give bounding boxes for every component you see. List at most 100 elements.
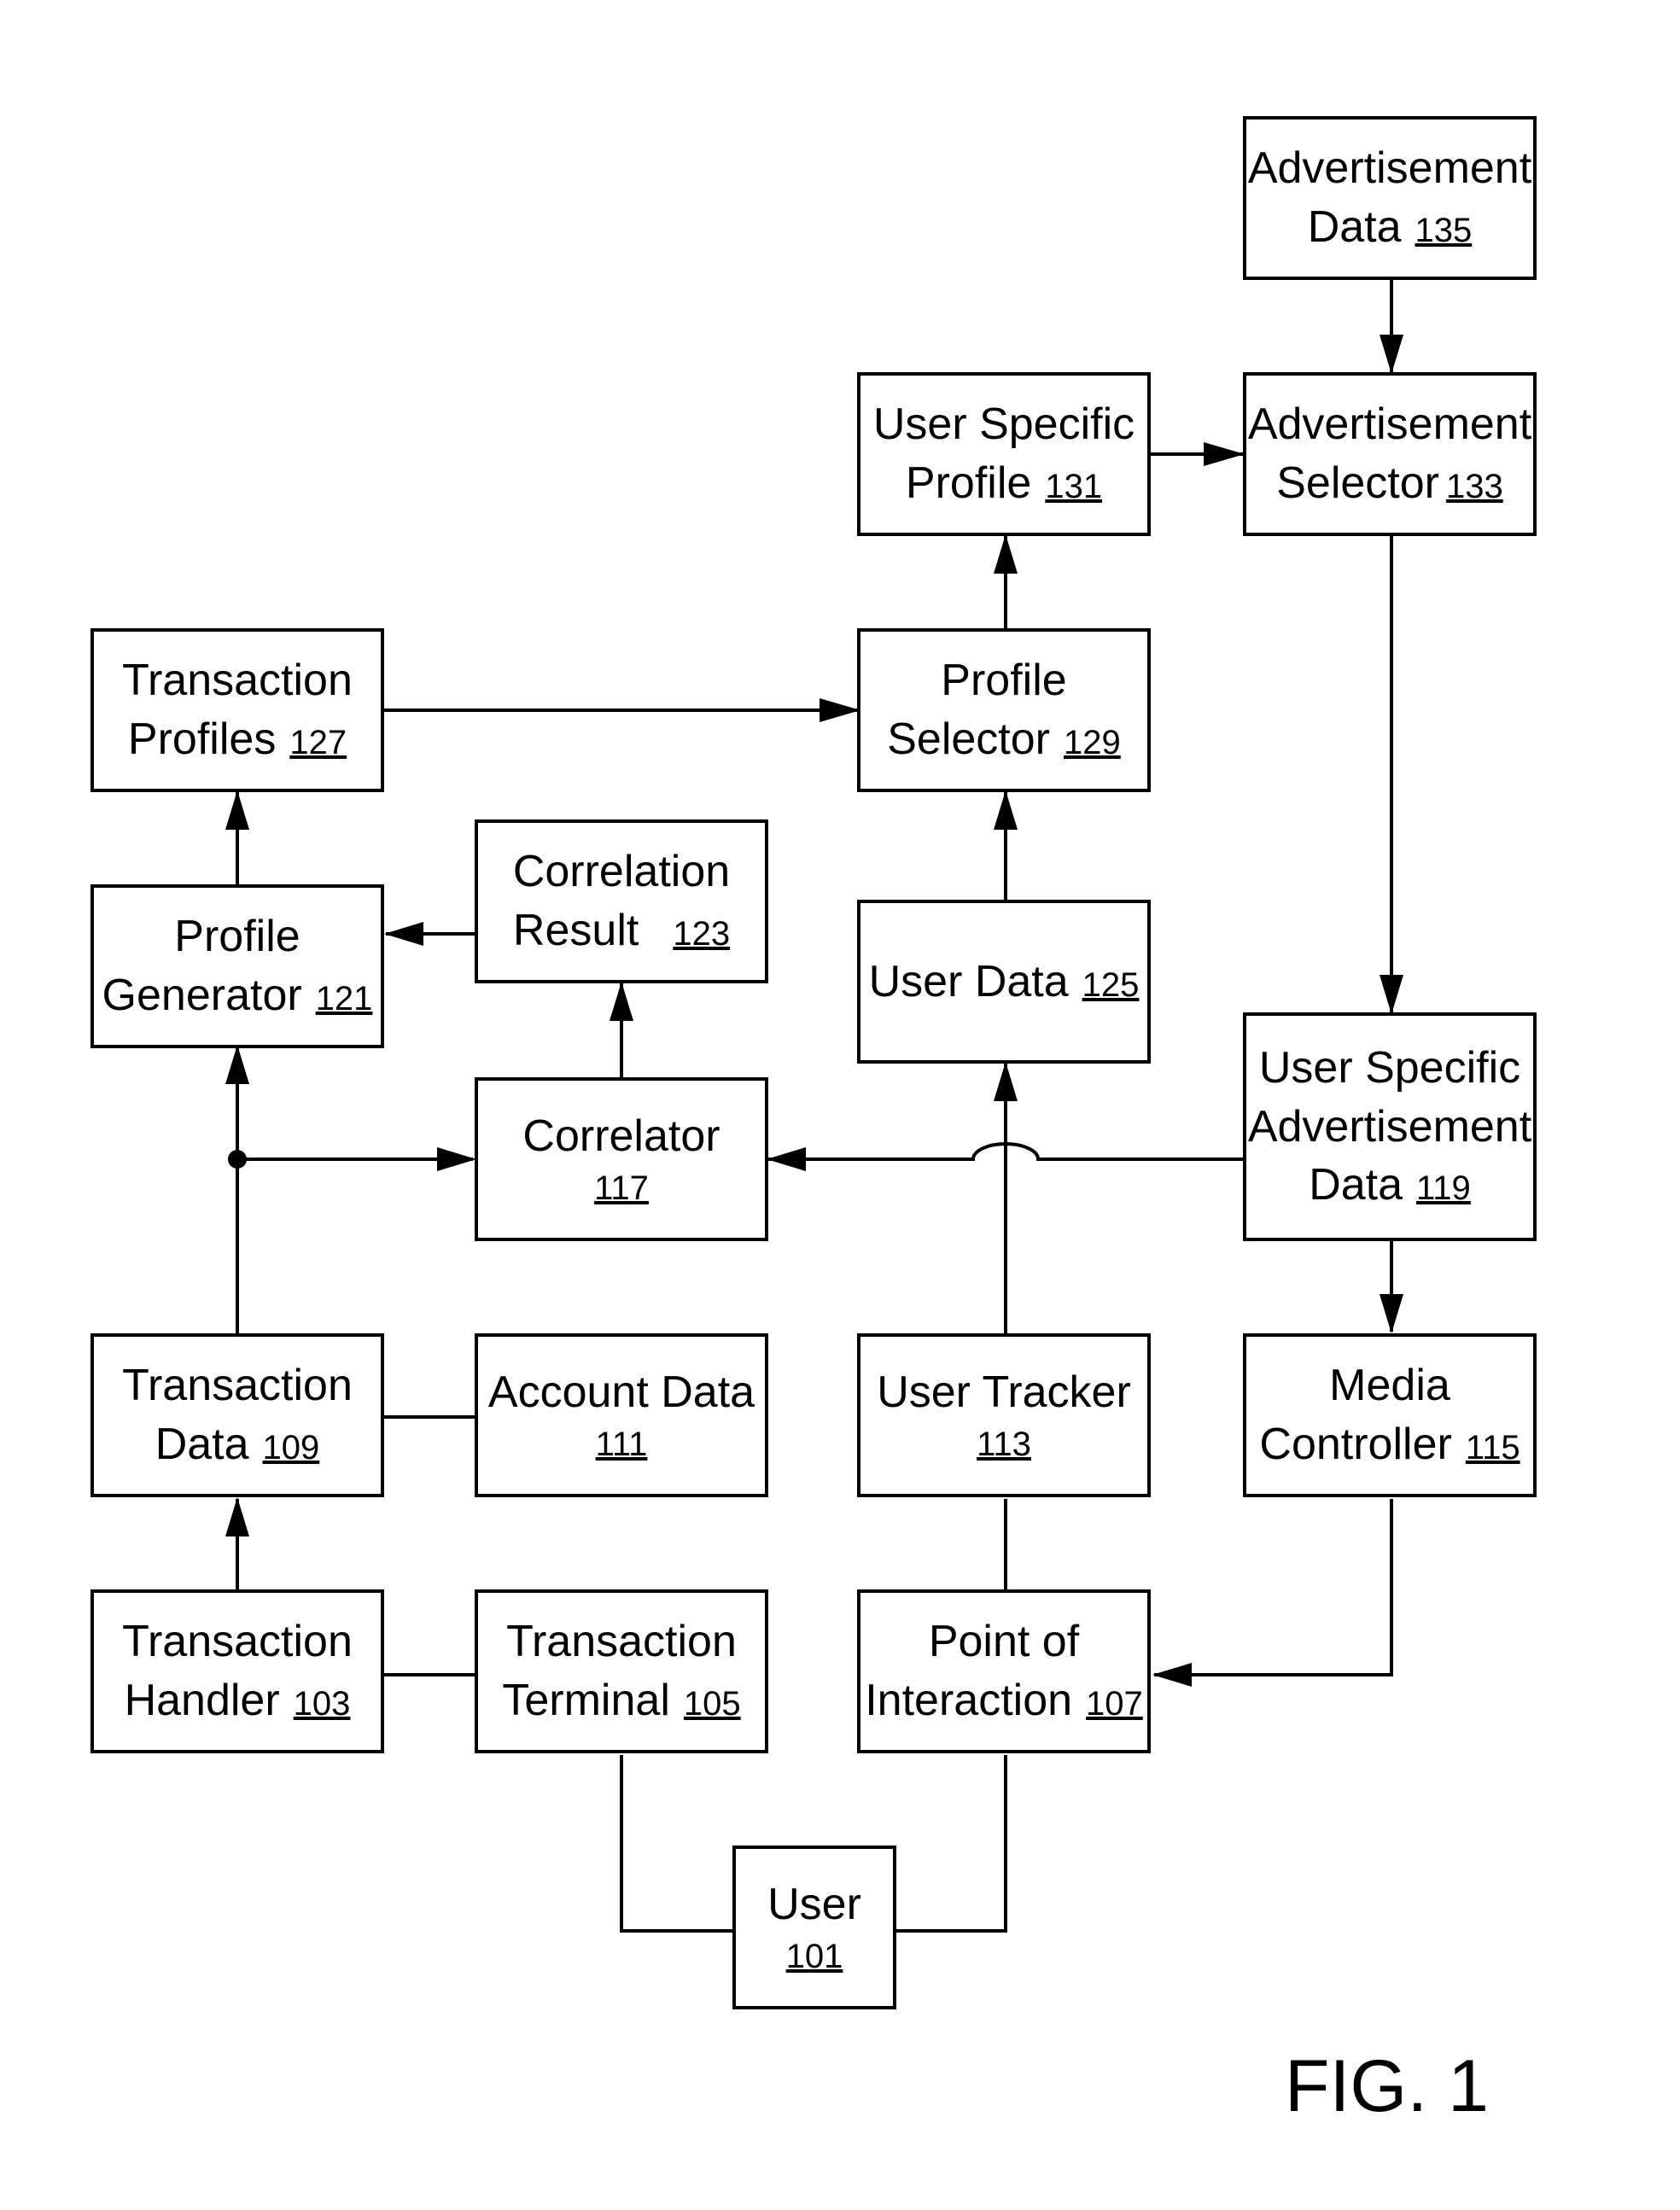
node-label: Advertisement [1248, 139, 1531, 198]
node-label-row: Selector 129 [887, 710, 1121, 769]
reference-number: 129 [1064, 724, 1121, 761]
line-poi-user [895, 1755, 1006, 1931]
arrowhead-to-media-ctrl [1380, 1294, 1403, 1333]
node-label: Data [1309, 1160, 1403, 1210]
reference-number: 105 [684, 1685, 741, 1723]
arrowhead-to-ad-selector-top [1380, 335, 1403, 374]
arrowhead-to-ad-selector-left [1204, 442, 1245, 466]
junction-dot [228, 1150, 247, 1169]
reference-number: 115 [1466, 1429, 1520, 1467]
node-label: Data [1308, 202, 1402, 252]
node-user-data: User Data125 [857, 900, 1151, 1064]
node-label-row: Interaction 107 [865, 1671, 1143, 1730]
node-label: Terminal [502, 1676, 670, 1725]
reference-number: 131 [1045, 468, 1102, 505]
node-label: Profile [174, 907, 300, 966]
arrowhead-to-profile-selector-bottom [994, 790, 1018, 830]
node-label: Controller [1259, 1420, 1451, 1469]
arrowhead-to-user-data [994, 1062, 1018, 1101]
node-label-row: Data 119 [1309, 1156, 1471, 1215]
reference-number: 127 [289, 724, 347, 761]
node-label: User Specific [873, 395, 1135, 454]
arrowheads [225, 335, 1403, 1687]
node-label: Correlation [513, 843, 730, 901]
reference-number: 123 [673, 915, 730, 953]
node-label-row: Profiles 127 [128, 710, 347, 769]
node-label-row: Data 109 [155, 1415, 320, 1474]
reference-number: 111 [596, 1422, 648, 1467]
node-label: Profile [941, 651, 1066, 710]
reference-number: 109 [263, 1429, 320, 1467]
arrowhead-to-user-profile [994, 534, 1018, 574]
reference-number: 117 [594, 1166, 649, 1211]
reference-number: 113 [977, 1422, 1031, 1467]
node-label: Interaction [865, 1676, 1072, 1725]
node-user: User 101 [732, 1846, 896, 2009]
node-label: User [767, 1875, 861, 1934]
node-transaction-terminal: Transaction Terminal 105 [475, 1589, 768, 1753]
node-label-row: Terminal 105 [502, 1671, 740, 1730]
node-transaction-data: Transaction Data 109 [90, 1333, 384, 1497]
node-label: Transaction [506, 1612, 737, 1671]
reference-number: 101 [786, 1934, 843, 1980]
arrowhead-to-profile-gen-right [384, 922, 423, 946]
reference-number: 125 [1082, 966, 1140, 1004]
arrowhead-to-corr-result [610, 982, 633, 1021]
node-profile-selector: Profile Selector 129 [857, 628, 1151, 792]
node-profile-generator: Profile Generator 121 [90, 884, 384, 1048]
node-media-controller: Media Controller 115 [1243, 1333, 1537, 1497]
node-label-row: Result 123 [513, 901, 730, 960]
node-label-row: User Data125 [869, 953, 1140, 1012]
node-label: Correlator [522, 1107, 720, 1166]
node-label: Advertisement [1248, 1098, 1531, 1157]
node-label-row: Handler 103 [125, 1671, 351, 1730]
reference-number: 119 [1416, 1169, 1471, 1207]
node-label-row: Controller 115 [1259, 1415, 1520, 1474]
node-label-row: Generator 121 [102, 966, 373, 1025]
node-label: Transaction [122, 1612, 353, 1671]
node-account-data: Account Data 111 [475, 1333, 768, 1497]
node-label: User Specific [1259, 1039, 1520, 1098]
node-user-tracker: User Tracker 113 [857, 1333, 1151, 1497]
arrowhead-to-txn-data [225, 1497, 249, 1537]
node-label-row: Profile131 [906, 454, 1102, 513]
figure-label-text: FIG. 1 [1285, 2044, 1489, 2129]
arrowhead-to-user-ad-data [1380, 975, 1403, 1014]
node-label: Point of [929, 1612, 1079, 1671]
line-txn-terminal-user [621, 1755, 734, 1931]
reference-number: 103 [294, 1685, 351, 1723]
node-label: Account Data [488, 1363, 755, 1422]
arrowhead-to-profile-selector-left [820, 698, 860, 722]
reference-number: 121 [316, 980, 373, 1018]
node-transaction-profiles: Transaction Profiles 127 [90, 628, 384, 792]
arrowhead-to-correlator-left [437, 1147, 476, 1171]
figure-label: FIG. 1 [0, 2044, 1680, 2147]
reference-number: 107 [1086, 1685, 1143, 1723]
arrowhead-to-correlator-right [767, 1147, 806, 1171]
node-label-row: Selector133 [1276, 454, 1503, 513]
arrow-media-ctrl-to-poi [1154, 1499, 1391, 1675]
node-user-specific-advertisement-data: User Specific Advertisement Data 119 [1243, 1012, 1537, 1241]
reference-number: 133 [1446, 468, 1503, 505]
node-label: Media [1329, 1356, 1450, 1415]
node-label: Selector [887, 714, 1050, 764]
arrowhead-to-profile-gen-bottom [225, 1045, 249, 1084]
node-correlator: Correlator 117 [475, 1077, 768, 1241]
node-label: Selector [1276, 458, 1439, 508]
node-label: Transaction [122, 1356, 353, 1415]
node-label: Data [155, 1420, 249, 1469]
node-label-row: Data 135 [1308, 198, 1473, 257]
node-transaction-handler: Transaction Handler 103 [90, 1589, 384, 1753]
node-label: Result [513, 906, 639, 955]
node-advertisement-data: Advertisement Data 135 [1243, 116, 1537, 280]
node-label: Profiles [128, 714, 276, 764]
node-label: Generator [102, 971, 302, 1020]
node-label: Advertisement [1248, 395, 1531, 454]
reference-number: 135 [1415, 212, 1473, 249]
node-point-of-interaction: Point of Interaction 107 [857, 1589, 1151, 1753]
node-advertisement-selector: Advertisement Selector133 [1243, 372, 1537, 536]
node-label: Transaction [122, 651, 353, 710]
node-label: Handler [125, 1676, 280, 1725]
arrowhead-to-txn-profiles [225, 790, 249, 830]
